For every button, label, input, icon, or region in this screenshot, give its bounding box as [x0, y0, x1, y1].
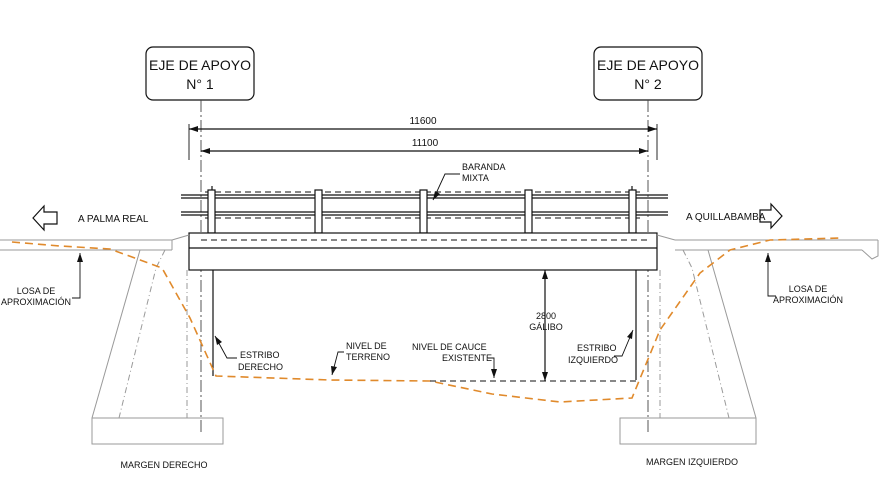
dimension-inner-value: 11100	[412, 138, 439, 149]
terrain-label-line1: NIVEL DE	[346, 341, 387, 351]
railing-label-line1: BARANDA	[462, 162, 506, 172]
vertical-clearance-dimension: 2800 GÁLIBO	[529, 270, 563, 381]
right-abutment-hidden	[619, 249, 757, 445]
left-approach-road	[0, 234, 190, 251]
right-slab-label-line2: APROXIMACIÓN	[773, 295, 843, 305]
left-abutment-label-line1: ESTRIBO	[240, 350, 280, 360]
mixed-railing	[181, 186, 668, 234]
terrain-callout: NIVEL DE TERRENO	[331, 341, 390, 376]
left-abutment-callout: ESTRIBO DERECHO	[214, 335, 283, 372]
dimension-total-value: 11600	[409, 116, 437, 127]
left-direction-label: A PALMA REAL	[78, 214, 149, 225]
right-slab-label-line1: LOSA DE	[789, 284, 828, 294]
dimension-inner-length: 11100	[201, 138, 648, 154]
support-axis-2-tag: EJE DE APOYO N° 2	[593, 46, 703, 101]
left-slab-label-line2: APROXIMACIÓN	[1, 297, 71, 307]
right-direction-label: A QUILLABAMBA	[686, 212, 766, 223]
support-axis-2-number: N° 2	[634, 76, 662, 92]
left-bank-label: MARGEN DERECHO	[120, 460, 207, 470]
right-abutment-callout: ESTRIBO IZQUIERDO	[568, 329, 634, 365]
left-direction-arrow-icon	[32, 204, 58, 232]
channel-label-line1: NIVEL DE CAUCE	[412, 342, 487, 352]
terrain-label-line2: TERRENO	[346, 352, 390, 362]
right-abutment-label-line1: ESTRIBO	[577, 343, 617, 353]
right-bank-label: MARGEN IZQUIERDO	[646, 457, 738, 467]
natural-terrain-line	[11, 237, 841, 403]
right-direction-arrow-icon	[759, 202, 783, 230]
right-approach-slab-callout: LOSA DE APROXIMACIÓN	[765, 253, 843, 305]
left-abutment-hidden	[91, 249, 224, 445]
channel-callout: NIVEL DE CAUCE EXISTENTE	[412, 342, 497, 378]
support-axis-1-tag: EJE DE APOYO N° 1	[145, 46, 255, 101]
left-slab-label-line1: LOSA DE	[17, 286, 56, 296]
right-abutment-label-line2: IZQUIERDO	[568, 355, 618, 365]
left-abutment-label-line2: DERECHO	[238, 362, 283, 372]
railing-label-line2: MIXTA	[462, 173, 489, 183]
left-approach-slab-callout: LOSA DE APROXIMACIÓN	[1, 253, 83, 307]
support-axis-2-title: EJE DE APOYO	[597, 57, 699, 73]
clearance-value: 2800	[536, 311, 556, 321]
right-approach-road	[656, 234, 879, 260]
support-axis-1-number: N° 1	[186, 76, 214, 92]
dimension-total-length: 11600	[188, 116, 658, 160]
clearance-label: GÁLIBO	[529, 322, 563, 332]
channel-label-line2: EXISTENTE	[442, 353, 492, 363]
bridge-deck	[188, 232, 658, 271]
railing-callout: BARANDA MIXTA	[432, 162, 506, 201]
support-axis-1-title: EJE DE APOYO	[149, 57, 251, 73]
